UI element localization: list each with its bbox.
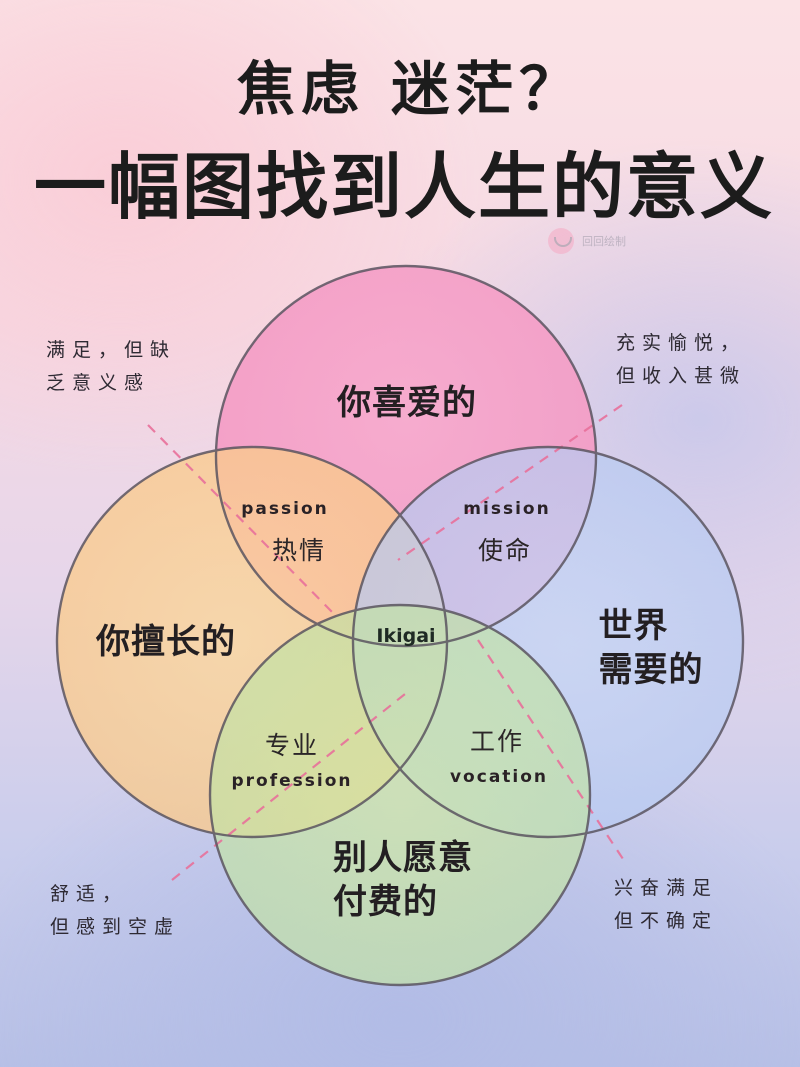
note-bottom-right-line1: 兴奋满足 [614,877,719,899]
note-bottom-right: 兴奋满足 但不确定 [614,872,718,938]
label-vocation-en: vocation [449,767,549,787]
label-profession-en: profession [231,771,353,791]
label-love: 你喜爱的 [337,383,477,423]
outline-good-at [55,445,449,839]
circle-outlines [55,264,745,987]
label-paid-for-line1: 别人愿意 [333,838,473,878]
outline-world-needs [351,445,745,839]
smile-icon [548,228,574,254]
dash-line-top-right [397,404,623,561]
note-bottom-left-line1: 舒适， [50,883,129,905]
label-paid-for: 别人愿意 付费的 [333,836,473,924]
dash-line-top-left [147,424,336,616]
label-good-at: 你擅长的 [96,622,236,662]
outline-love [214,264,598,648]
note-top-left-line1: 满足，但缺 [46,339,177,361]
label-world-needs-line1: 世界 [598,606,669,646]
note-top-right: 充实愉悦， 但收入甚微 [616,327,746,393]
label-passion-cn: 热情 [271,536,327,565]
note-top-left-line2: 乏意义感 [46,372,151,394]
watermark: 回回绘制 [548,228,626,254]
note-top-right-line2: 但收入甚微 [616,365,747,387]
label-world-needs: 世界 需要的 [599,604,704,692]
label-ikigai-center: Ikigai [376,625,436,647]
label-paid-for-line2: 付费的 [333,882,438,922]
note-bottom-left: 舒适， 但感到空虚 [50,878,180,944]
label-profession-cn: 专业 [264,731,320,760]
circle-fills [57,266,743,985]
watermark-text: 回回绘制 [582,235,626,248]
note-top-right-line1: 充实愉悦， [616,332,747,354]
title-line-1: 焦虑 迷茫？ [236,55,584,123]
label-passion-en: passion [241,499,329,519]
circle-paid-for [210,605,590,985]
outline-paid-for [208,603,592,987]
note-bottom-right-line2: 但不确定 [614,910,719,932]
note-bottom-left-line2: 但感到空虚 [50,916,181,938]
dash-line-bottom-right [477,639,626,863]
label-mission-cn: 使命 [477,536,533,565]
label-world-needs-line2: 需要的 [598,650,704,690]
title-line-2: 一幅图找到人生的意义 [33,145,774,229]
label-vocation-cn: 工作 [469,727,525,756]
label-mission-en: mission [463,499,551,519]
note-top-left: 满足，但缺 乏意义感 [46,334,176,400]
